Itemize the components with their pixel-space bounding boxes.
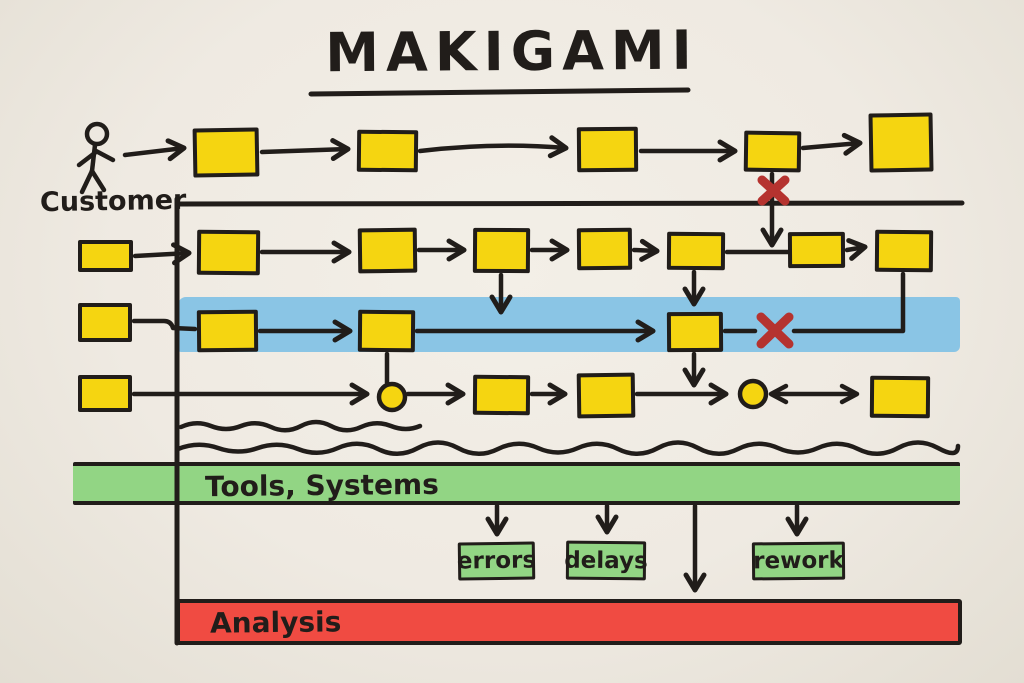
squiggle-line-icon bbox=[175, 419, 961, 456]
tools-systems-lane: Tools, Systems bbox=[73, 462, 960, 505]
finding-label: errors bbox=[456, 547, 537, 575]
swimlane-frame bbox=[174, 196, 965, 646]
flow-arrows-row1 bbox=[122, 132, 863, 248]
flow-arrows-row2 bbox=[132, 238, 906, 334]
flow-arrows-row3 bbox=[131, 318, 758, 388]
customer-person-icon bbox=[76, 121, 116, 195]
finding-box-delays: delays bbox=[564, 540, 648, 581]
finding-label: delays bbox=[564, 547, 648, 574]
analysis-drop-arrows bbox=[485, 503, 809, 593]
diagram-title: MAKIGAMI bbox=[325, 18, 699, 85]
blocker-x-icon bbox=[756, 312, 794, 349]
connector-node-icon bbox=[737, 378, 769, 410]
customer-label: Customer bbox=[39, 184, 187, 219]
finding-box-rework: rework bbox=[751, 541, 846, 581]
blocker-x-icon bbox=[757, 175, 790, 206]
finding-box-errors: errors bbox=[456, 541, 537, 581]
flow-arrows-row4 bbox=[131, 382, 860, 406]
finding-label: rework bbox=[753, 547, 844, 575]
analysis-lane: Analysis bbox=[176, 599, 962, 645]
title-underline-icon bbox=[308, 87, 691, 97]
connector-node-icon bbox=[376, 381, 408, 413]
highlight-lane-blue bbox=[178, 297, 960, 352]
